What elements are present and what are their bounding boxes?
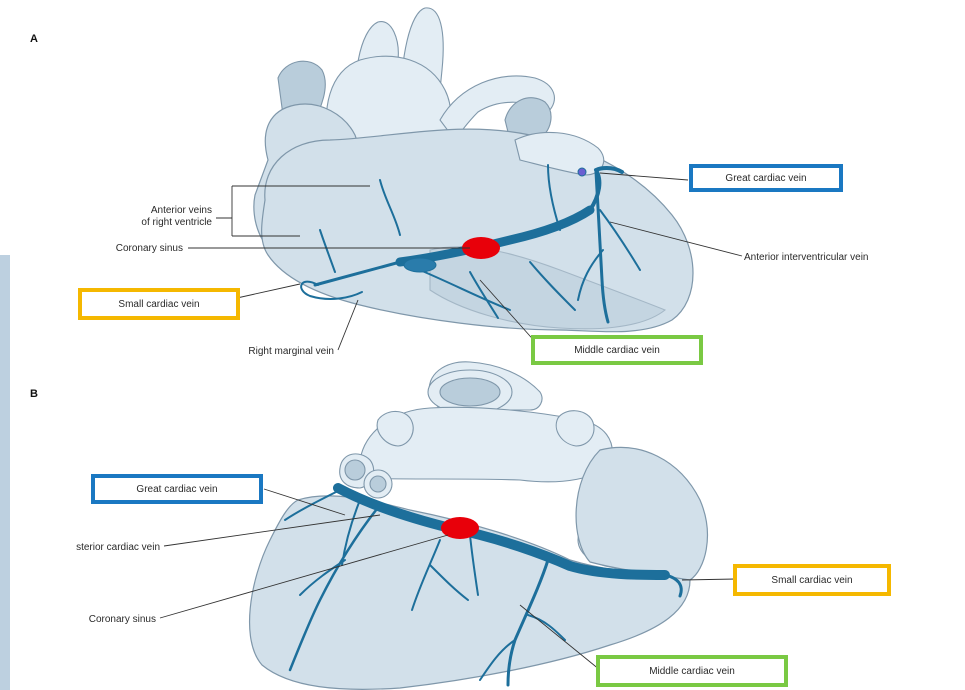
- label-right-marginal-vein: Right marginal vein: [248, 346, 334, 357]
- great-cardiac-vein-box-a: Great cardiac vein: [689, 164, 843, 192]
- small-cardiac-vein-box-a: Small cardiac vein: [78, 288, 240, 320]
- middle-cardiac-vein-label-a: Middle cardiac vein: [574, 345, 660, 356]
- label-anterior-veins-line1: Anterior veins: [151, 205, 212, 216]
- label-coronary-sinus-a: Coronary sinus: [116, 243, 183, 254]
- small-cardiac-vein-label-b: Small cardiac vein: [771, 575, 852, 586]
- label-coronary-sinus-b: Coronary sinus: [89, 614, 156, 625]
- small-cardiac-vein-box-b: Small cardiac vein: [733, 564, 891, 596]
- heart-a-illustration: [254, 8, 693, 332]
- middle-cardiac-vein-box-b: Middle cardiac vein: [596, 655, 788, 687]
- panel-b-letter: B: [30, 388, 38, 400]
- great-cardiac-vein-label-b: Great cardiac vein: [136, 484, 217, 495]
- label-posterior-cardiac-vein: sterior cardiac vein: [76, 542, 160, 553]
- middle-cardiac-vein-box-a: Middle cardiac vein: [531, 335, 703, 365]
- label-anterior-interventricular-vein: Anterior interventricular vein: [744, 252, 869, 263]
- panel-a-letter: A: [30, 33, 38, 45]
- middle-cardiac-vein-label-b: Middle cardiac vein: [649, 666, 735, 677]
- great-cardiac-vein-box-b: Great cardiac vein: [91, 474, 263, 504]
- label-anterior-veins-line2: of right ventricle: [141, 217, 212, 228]
- great-cardiac-vein-label-a: Great cardiac vein: [725, 173, 806, 184]
- small-cardiac-vein-label-a: Small cardiac vein: [118, 299, 199, 310]
